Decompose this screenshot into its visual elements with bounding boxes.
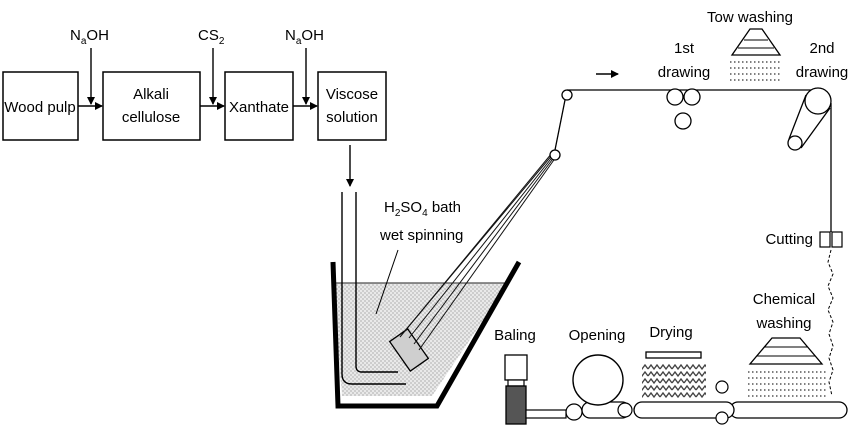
wood-pulp-box (2, 71, 79, 141)
xanthate-box (224, 71, 294, 141)
cs2-input-label: CS2 (198, 27, 225, 47)
second-drawing-roller-large (804, 87, 832, 115)
tow-riser (554, 99, 566, 151)
conveyor-small-roller-2 (715, 411, 729, 425)
first-drawing-label-1: 1st (674, 40, 695, 57)
second-drawing-belt-2 (800, 107, 831, 149)
first-drawing-roller-a (666, 88, 684, 106)
cutting-label: Cutting (765, 231, 813, 248)
chemical-washing-hood (748, 337, 824, 365)
second-drawing-label-2: drawing (796, 64, 849, 81)
alkali-cellulose-box (102, 71, 201, 141)
chemical-washing-label-2: washing (755, 315, 811, 332)
opening-drum (572, 354, 624, 406)
conveyor-small-roller-4 (565, 403, 583, 421)
naoh-input-label-2: NaOH (285, 27, 324, 47)
bath-label-line-2: wet spinning (379, 227, 463, 244)
bottom-conveyor (581, 401, 848, 419)
bath-label-line-1: H2SO4 bath (384, 199, 461, 219)
viscose-solution-box (317, 71, 387, 141)
cutter-left (819, 231, 831, 248)
fibre-bundle (399, 152, 557, 351)
first-drawing-label-2: drawing (658, 64, 711, 81)
cutter-right (831, 231, 843, 248)
second-drawing-belt-1 (788, 94, 807, 140)
alkali-cellulose-label-2: cellulose (122, 109, 180, 126)
chemical-washing-label-1: Chemical (753, 291, 816, 308)
tow-washing-hood (730, 28, 782, 56)
conveyor-small-roller-1 (715, 380, 729, 394)
chemical-washing-spray (748, 371, 826, 397)
alkali-cellulose-label-1: Alkali (133, 86, 169, 103)
spinneret-tube-outer (341, 192, 406, 385)
drying-label: Drying (649, 324, 692, 341)
cut-fibre-fall (827, 249, 834, 397)
baler-body (505, 385, 527, 425)
baler-feed-pipe (525, 409, 567, 419)
opening-label: Opening (569, 327, 626, 344)
first-drawing-roller-b (683, 88, 701, 106)
spinneret-tube-inner (355, 192, 398, 373)
dryer-fibre-mat (642, 364, 706, 398)
xanthate-label: Xanthate (229, 99, 289, 116)
baler-neck (507, 379, 525, 387)
spinneret-head (388, 328, 430, 372)
baling-label: Baling (494, 327, 536, 344)
conveyor-small-roller-3 (617, 402, 633, 418)
wood-pulp-label: Wood pulp (4, 99, 75, 116)
second-drawing-roller-small (787, 135, 803, 151)
guide-roller-upper (561, 89, 573, 101)
spinning-bath-tank (330, 260, 522, 409)
second-drawing-label-1: 2nd (809, 40, 834, 57)
naoh-input-label-1: NaOH (70, 27, 109, 47)
dryer-top-plate (645, 351, 702, 359)
viscose-solution-label-1: Viscose (326, 86, 378, 103)
spinning-bath-liquid (333, 283, 508, 396)
first-drawing-roller-c (674, 112, 692, 130)
tow-washing-label: Tow washing (707, 9, 793, 26)
viscose-solution-label-2: solution (326, 109, 378, 126)
guide-roller-lower (549, 149, 561, 161)
bath-label-pointer (375, 249, 399, 315)
tow-washing-spray (730, 61, 782, 81)
baler-top (504, 354, 528, 381)
